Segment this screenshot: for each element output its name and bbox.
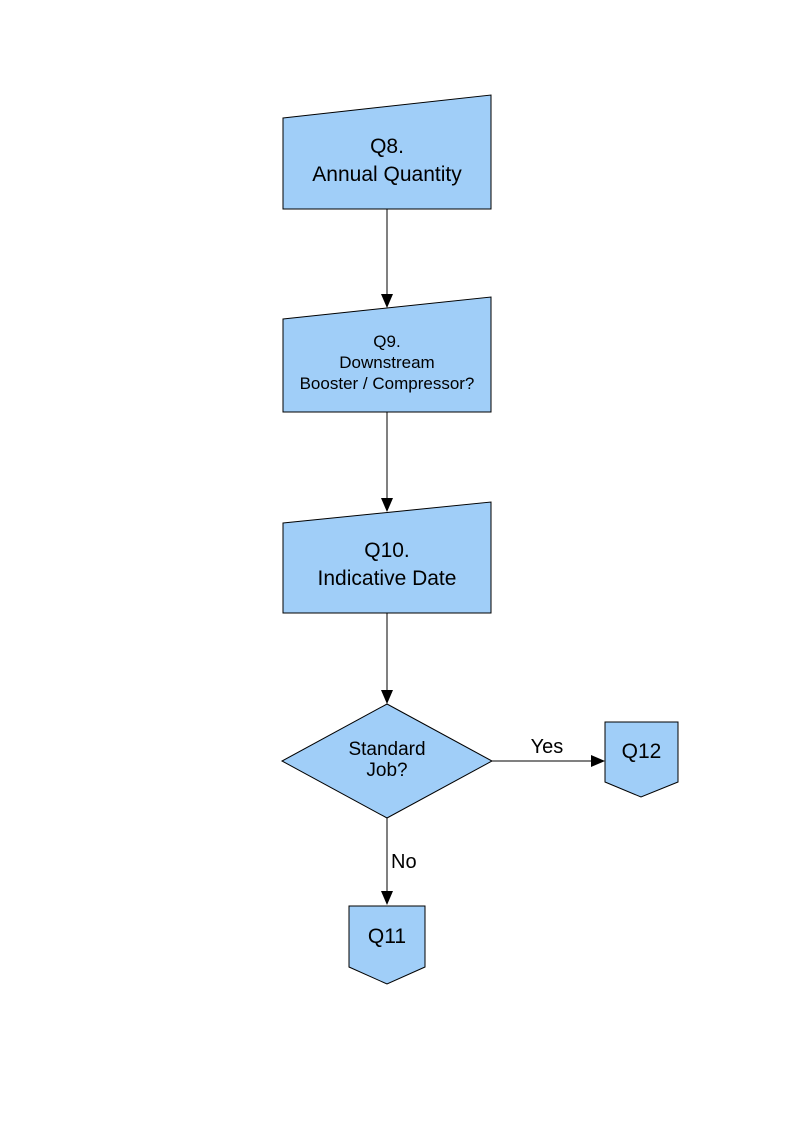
label-line: Indicative Date [317,567,457,590]
label-line: Standard [348,739,426,760]
arrow-yes-to-q12-head [591,755,605,767]
q12-offpage-connector-shape [604,721,679,798]
q10-node-shape [282,501,492,614]
no-edge-label: No [391,851,417,873]
arrow-no-to-q11-head [381,891,393,905]
label-line: Annual Quantity [312,163,462,186]
yes-edge-label: Yes [530,736,564,758]
arrow-q9-to-q10-head [381,498,393,512]
label-line: Q8. [370,135,404,158]
arrow-q10-to-decision-head [381,690,393,704]
q9-node-label: Q9. Downstream Booster / Compressor? [283,314,491,410]
q8-node-label: Q8. Annual Quantity [283,112,491,210]
q12-node-label: Q12 [605,722,678,782]
q11-offpage-connector-shape [348,905,426,985]
label-line: Q11 [367,924,407,948]
label-line: Q9. [373,331,401,351]
q11-node-label: Q11 [349,906,425,967]
arrow-q8-to-q9-head [381,294,393,308]
label-line: Q12 [621,740,662,763]
q10-node-label: Q10. Indicative Date [283,517,491,613]
label-line: Q10. [364,539,410,562]
decision-diamond-shape [280,703,494,819]
decision-node-label: Standard Job? [297,736,477,784]
q9-node-shape [282,296,492,413]
label-line: Downstream [339,352,435,372]
label-line: Job? [366,760,408,781]
q8-node-shape [282,94,492,210]
label-line: Booster / Compressor? [299,373,475,393]
